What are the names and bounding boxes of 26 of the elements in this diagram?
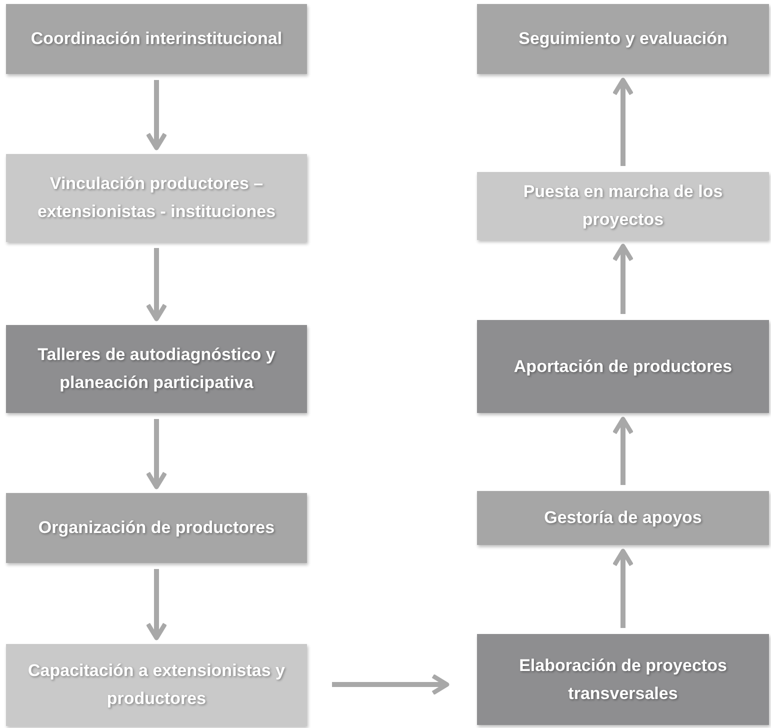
step-label: Coordinación interinstitucional (30, 28, 282, 50)
arrow (612, 244, 634, 314)
process-box (6, 325, 307, 413)
process-box (6, 644, 307, 726)
step-label: Elaboración de proyectos transversales (518, 654, 728, 704)
process-box (6, 154, 307, 242)
arrow (146, 569, 168, 640)
arrow (146, 248, 168, 322)
process-box (477, 4, 769, 74)
arrow (146, 419, 168, 490)
arrow (612, 416, 634, 485)
process-box (477, 634, 769, 725)
process-box (6, 493, 307, 563)
arrow (612, 548, 634, 628)
step-label: Seguimiento y evaluación (518, 28, 728, 50)
step-label: Gestoría de apoyos (544, 507, 702, 529)
arrow (612, 78, 634, 166)
step-label: Aportación de productores (514, 356, 732, 378)
process-box (477, 491, 769, 545)
process-box (477, 172, 769, 240)
arrow (146, 80, 168, 150)
process-box (6, 4, 307, 74)
step-label: Talleres de autodiagnóstico y planeación participativa (36, 344, 276, 394)
process-box (477, 320, 769, 413)
arrow (332, 674, 450, 696)
step-label: Organización de productores (38, 517, 275, 539)
